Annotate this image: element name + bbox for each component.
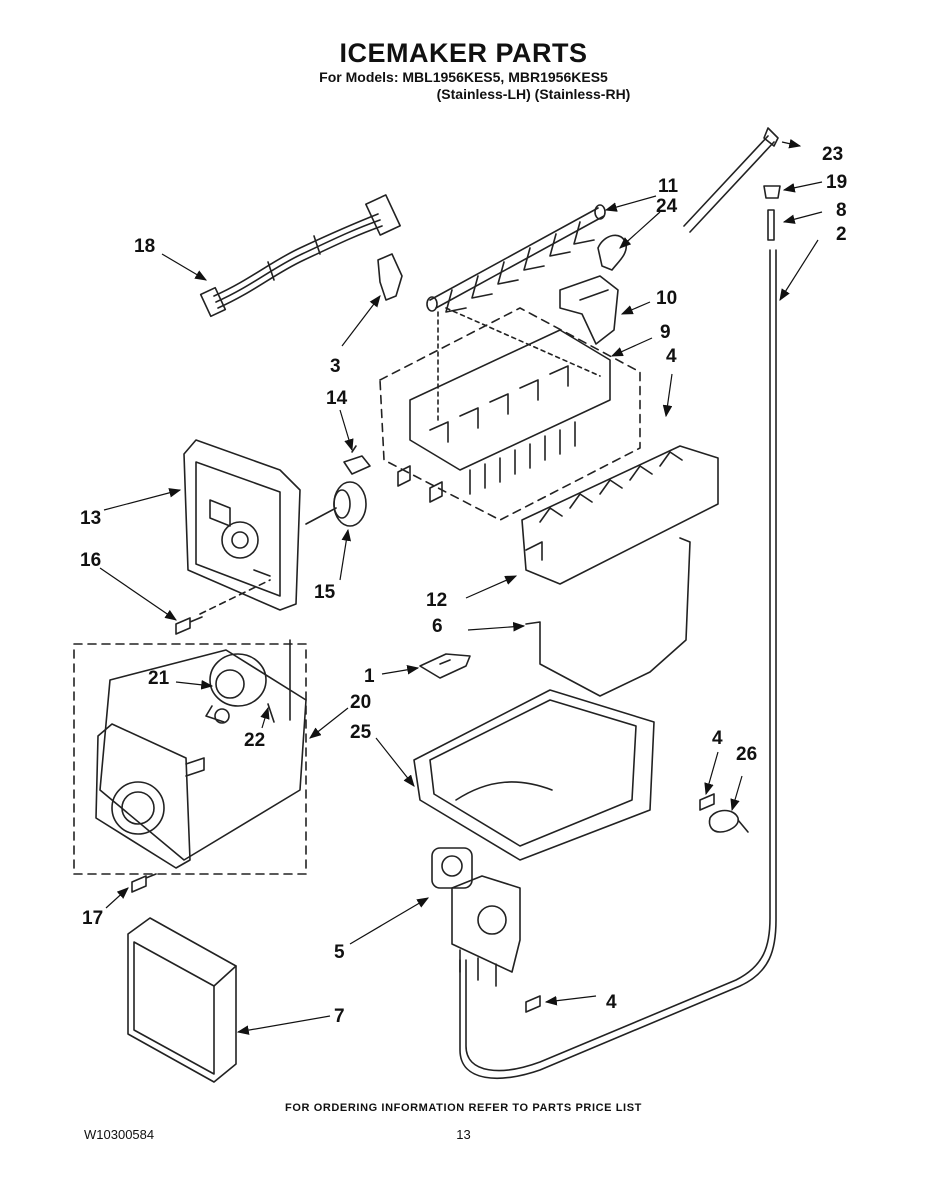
thermostat-part bbox=[305, 481, 367, 527]
callout-18: 18 bbox=[134, 236, 155, 257]
filter-housing-part bbox=[127, 917, 237, 1083]
fill-tube-part bbox=[683, 127, 779, 233]
callout-19: 19 bbox=[826, 172, 847, 193]
water-tube-part bbox=[459, 249, 777, 1080]
page-title: ICEMAKER PARTS bbox=[339, 38, 588, 68]
ordering-note: FOR ORDERING INFORMATION REFER TO PARTS … bbox=[285, 1102, 642, 1114]
wire-clip-part bbox=[377, 253, 403, 301]
models-line: For Models: MBL1956KES5, MBR1956KES5 bbox=[319, 69, 608, 85]
callout-12: 12 bbox=[426, 590, 447, 611]
page-number: 13 bbox=[456, 1127, 471, 1142]
variants-line: (Stainless-LH) (Stainless-RH) bbox=[436, 86, 631, 102]
screw-part-4b bbox=[525, 995, 541, 1013]
callout-26: 26 bbox=[736, 744, 757, 765]
callout-13: 13 bbox=[80, 508, 101, 529]
mold-part bbox=[397, 329, 611, 503]
callout-22: 22 bbox=[244, 730, 265, 751]
callout-25: 25 bbox=[350, 722, 372, 743]
control-module-part bbox=[183, 439, 301, 611]
callout-2: 2 bbox=[836, 224, 847, 245]
callout-16: 16 bbox=[80, 550, 101, 571]
tube-clamp-part bbox=[708, 809, 749, 833]
callout-8: 8 bbox=[836, 200, 847, 221]
wire-harness-part bbox=[199, 194, 401, 318]
callout-7: 7 bbox=[334, 1006, 345, 1027]
grommet-part bbox=[763, 185, 781, 199]
callout-20: 20 bbox=[350, 692, 371, 713]
screw-part-4c bbox=[699, 793, 715, 811]
tube-connector-part bbox=[767, 209, 775, 241]
motor-assembly-box bbox=[73, 643, 307, 875]
callout-21: 21 bbox=[148, 668, 170, 689]
water-valve-part bbox=[431, 847, 521, 987]
mold-assembly-box bbox=[379, 307, 641, 521]
callout-17: 17 bbox=[82, 908, 103, 929]
callout-24: 24 bbox=[656, 196, 678, 217]
mounting-plate-part bbox=[95, 723, 205, 869]
callout-5: 5 bbox=[334, 942, 345, 963]
callout-4c: 4 bbox=[712, 728, 723, 749]
motor-part bbox=[205, 639, 291, 724]
ice-stripper-part bbox=[521, 445, 719, 585]
thermostat-clip-part bbox=[343, 445, 371, 475]
screw-part-17 bbox=[131, 873, 157, 893]
callout-3: 3 bbox=[330, 356, 341, 377]
callout-9: 9 bbox=[660, 322, 671, 343]
screw-part-22 bbox=[267, 703, 275, 723]
ejector-shaft-part bbox=[426, 204, 606, 313]
callout-23: 23 bbox=[822, 144, 843, 165]
bail-arm-part bbox=[525, 537, 691, 697]
callout-4a: 4 bbox=[666, 346, 677, 367]
callout-14: 14 bbox=[326, 388, 348, 409]
callout-10: 10 bbox=[656, 288, 677, 309]
callout-11: 11 bbox=[658, 176, 679, 197]
model-list: For Models: MBL1956KES5, MBR1956KES5 (St… bbox=[0, 69, 927, 103]
callout-4b: 4 bbox=[606, 992, 617, 1013]
bracket-part bbox=[559, 275, 619, 345]
document-number: W10300584 bbox=[84, 1127, 155, 1142]
cam-part bbox=[597, 234, 628, 271]
callout-15: 15 bbox=[314, 582, 336, 603]
screw-part-16 bbox=[175, 616, 203, 635]
tab-part bbox=[419, 653, 471, 679]
callout-1: 1 bbox=[364, 666, 375, 687]
leader-23 bbox=[781, 138, 802, 149]
ice-bin-part bbox=[413, 689, 655, 861]
callout-6: 6 bbox=[432, 616, 443, 637]
